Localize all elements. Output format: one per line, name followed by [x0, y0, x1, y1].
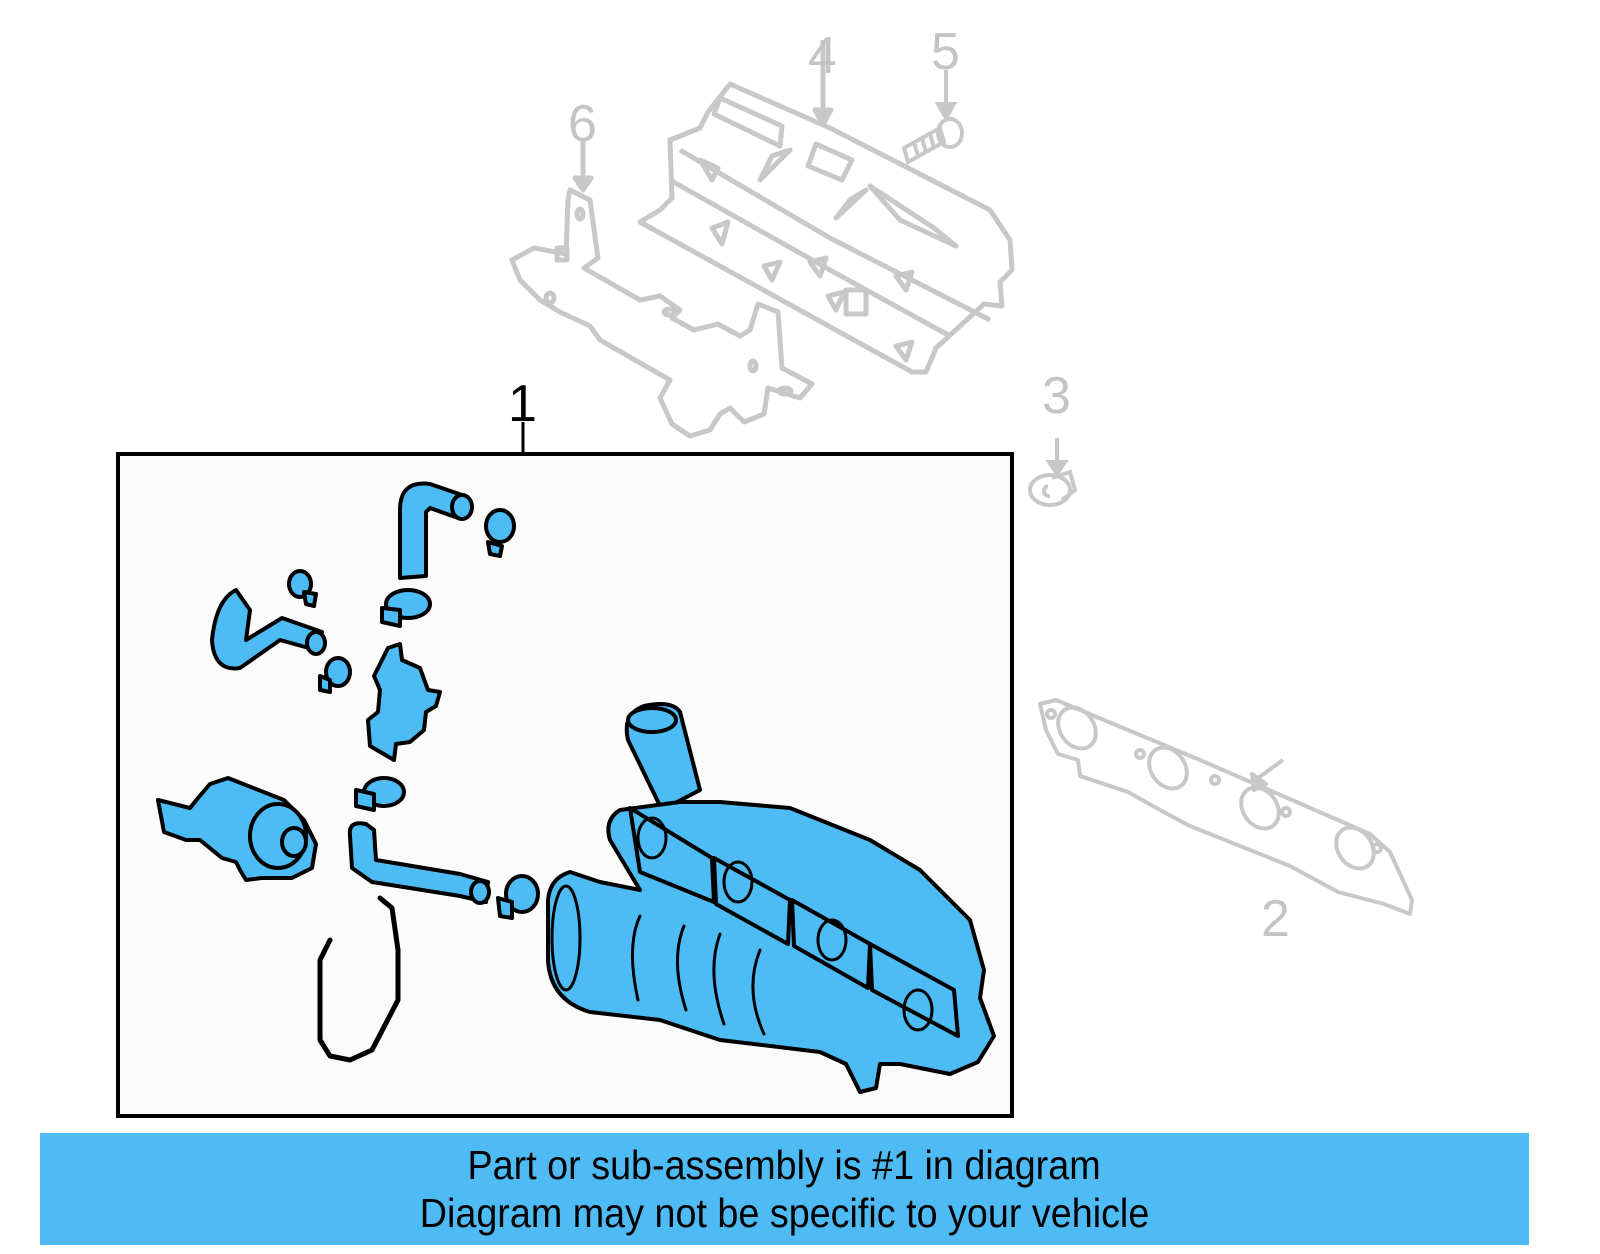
callout-4[interactable]: 4 [808, 27, 837, 85]
assembly-part-1[interactable] [156, 481, 996, 1094]
coolant-hose-bottom [347, 821, 490, 904]
callout-1[interactable]: 1 [508, 375, 537, 433]
bolt-part-5[interactable] [901, 70, 964, 165]
nut-part-3[interactable] [1028, 438, 1078, 507]
oil-feed-line [317, 895, 401, 1063]
callout-2[interactable]: 2 [1261, 890, 1290, 948]
bracket-part-6[interactable] [509, 140, 815, 439]
hose-clamp-3 [324, 656, 352, 688]
callout-3[interactable]: 3 [1042, 367, 1071, 425]
gasket-part-2[interactable] [1038, 698, 1414, 916]
banner-line-1: Part or sub-assembly is #1 in diagram [467, 1142, 1102, 1188]
banner-line-2: Diagram may not be specific to your vehi… [419, 1190, 1150, 1236]
callout-6[interactable]: 6 [568, 95, 597, 153]
coolant-hose-top [398, 481, 467, 580]
callout-5[interactable]: 5 [931, 23, 960, 81]
info-banner: Part or sub-assembly is #1 in diagram Di… [40, 1133, 1529, 1245]
heat-shield-part-4[interactable] [637, 40, 1015, 375]
hose-clamp-1 [484, 508, 516, 544]
solenoid-valve [366, 642, 442, 762]
